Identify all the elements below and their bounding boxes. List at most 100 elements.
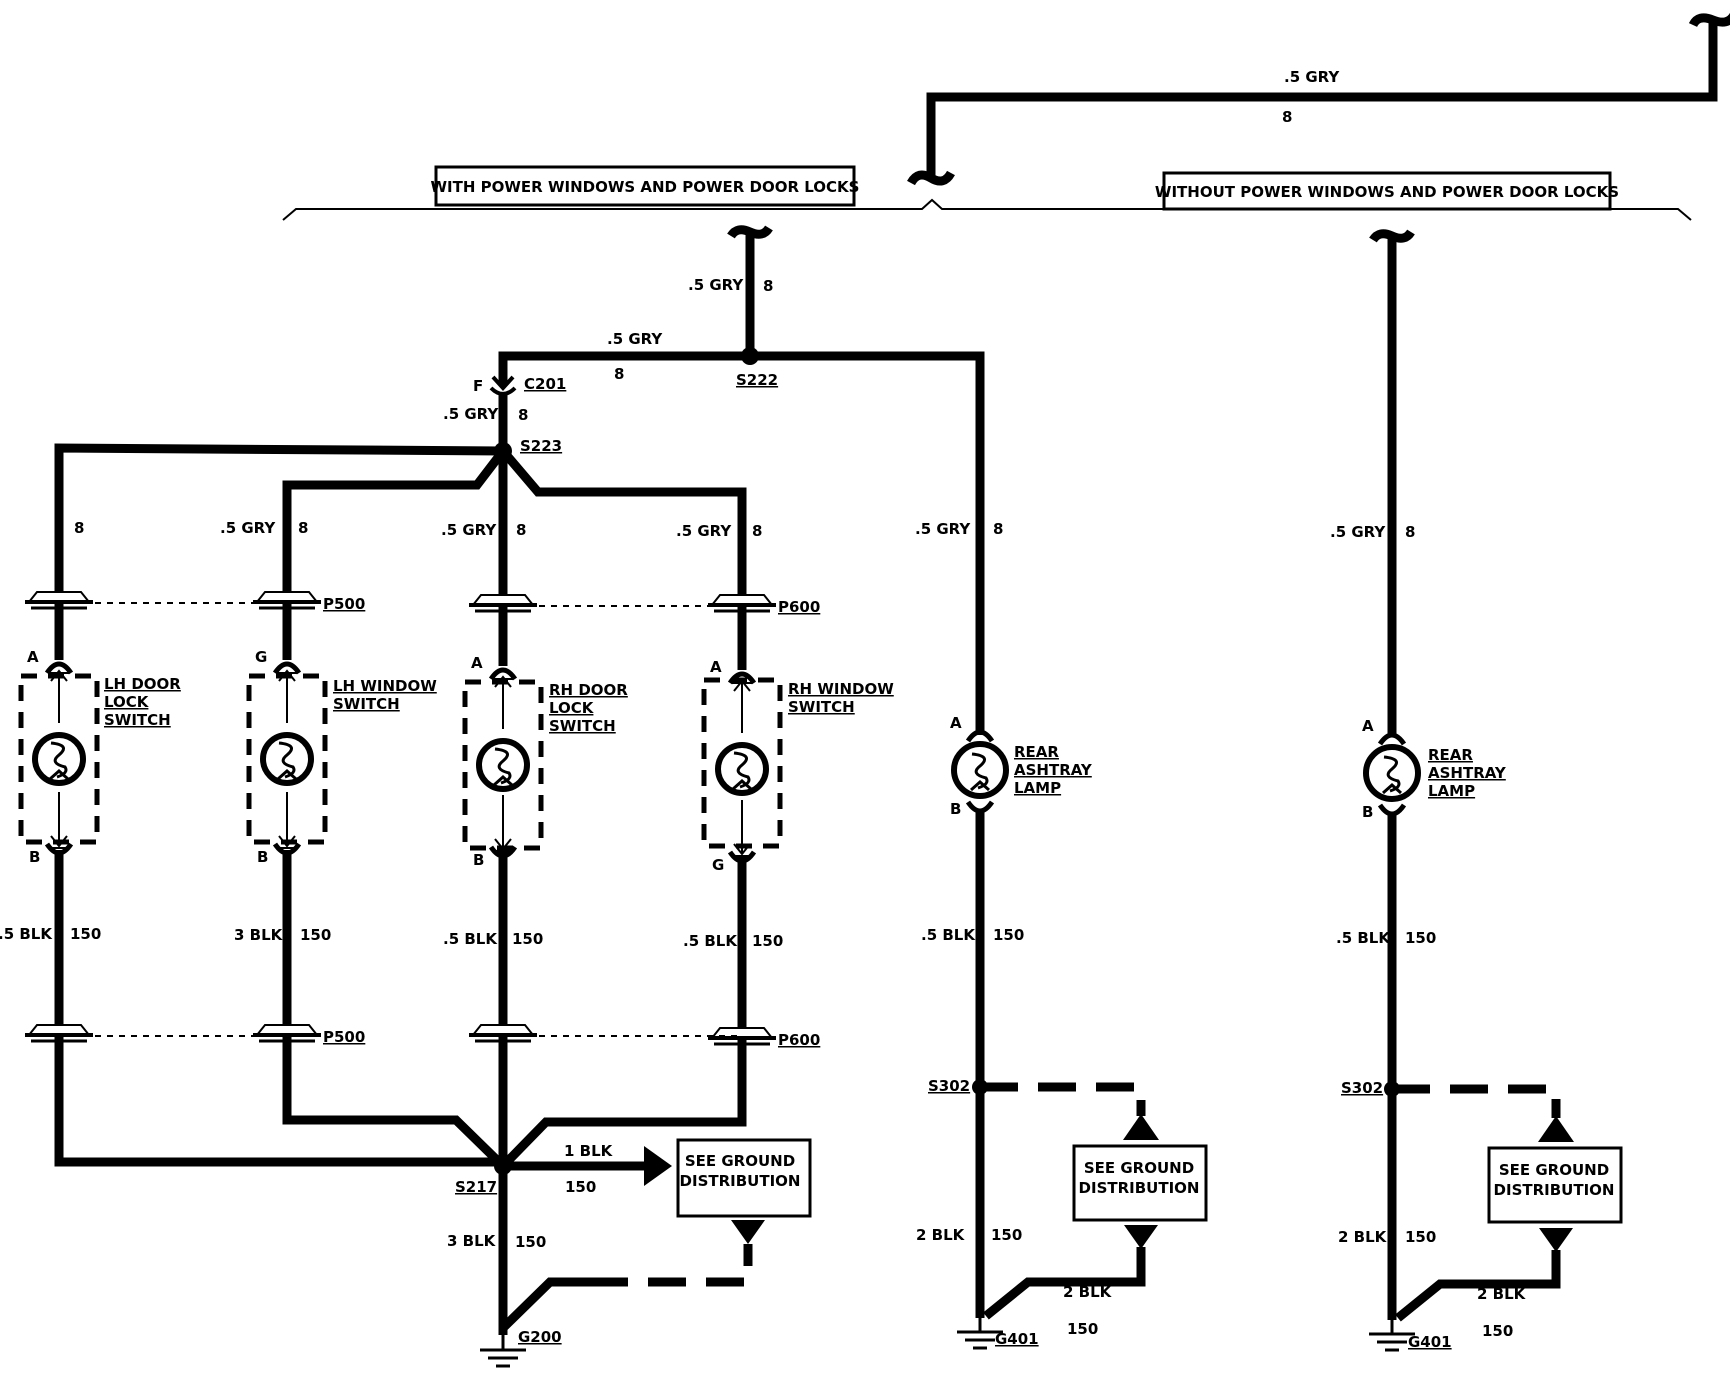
ashtray-without-top-pin [1377,732,1407,746]
switch-rh-window-upper-wire-label: .5 GRY [676,522,732,540]
ashtray-without-return-wire-label: 2 BLK [1477,1285,1527,1303]
left-feed: .5 GRY 8 .5 GRY 8 S222 F C201 .5 GRY 8 S… [443,225,985,735]
s223-label: S223 [520,437,562,455]
wire-break-branch [907,170,955,186]
ground-symbol-g200 [480,1335,526,1368]
switch-rh-window-top-pin-label: A [710,658,722,676]
switch-rh-window-lower-wire-label: .5 BLK [683,932,738,950]
ashtray-with-ground-ref-box [1072,1144,1208,1222]
feed-wire-s222-to-c201 [498,351,750,386]
ground-ref-box-left [676,1138,812,1218]
s217-ref-circuit-label: 150 [565,1178,596,1196]
switch-rh-door-bottom-pin-label: B [473,851,484,869]
ground-ref-arrow-down-left [731,1220,765,1244]
ashtray-without-ground-ref-arrow-up [1538,1116,1574,1142]
switch-lh-window-bottom-pin-label: B [257,848,268,866]
switch-rh-window-bottom-arrow [733,843,751,856]
ashtray-without-lower-circuit-label: 150 [1405,1228,1436,1246]
ground-ref-arrow-left [644,1146,672,1186]
splice-s217 [494,1157,512,1175]
feed-wire-label: .5 GRY [688,276,744,294]
brace-line [282,198,1692,221]
branch-lh-door [54,443,504,660]
s222-c201-wire-label: .5 GRY [607,330,663,348]
ashtray-with-ground-ref-arrow-up [1123,1114,1159,1140]
ashtray-with-name-line-1: REAR [1014,743,1059,761]
switch-lh-window-lamp-ring [260,732,314,786]
right-feed [1369,229,1415,735]
switch-lh-window-name-line-1: LH WINDOW [333,677,437,695]
switch-lh-window-name-line-2: SWITCH [333,695,400,713]
switch-lh-window-lamp-base [277,768,297,781]
splice-s222 [741,347,759,365]
ashtray-without-bottom-pin [1377,803,1407,817]
ashtray-without-ground-ref-arrow-down [1539,1228,1573,1252]
switch-rh-door-lamp-base [493,774,513,787]
switch-lh-window-upper-wire-label: .5 GRY [220,519,276,537]
ashtray-without-return-circuit-label: 150 [1482,1322,1513,1340]
ashtray-with-lamp-filament [971,752,989,790]
switch-lh-window-lower-circuit-label: 150 [300,926,331,944]
ashtray-with-pin-b-label: B [950,800,961,818]
ashtray-without-lamp-base [1382,782,1402,795]
ashtray-with-return-circuit-label: 150 [1067,1320,1098,1338]
switch-rh-door-name-line-1: RH DOOR [549,681,628,699]
switch-rh-door-upper-wire-label: .5 GRY [441,521,497,539]
switch-lh-door-upper-circuit-label: 8 [74,519,84,537]
ashtray-with-return-wire-label: 2 BLK [1063,1283,1113,1301]
switch-rh-door-upper-circuit-label: 8 [516,521,526,539]
ashtray-with-ground-ref-line2: DISTRIBUTION [1079,1179,1200,1197]
option-brace: WITH POWER WINDOWS AND POWER DOOR LOCKS … [282,165,1692,221]
switch-lh-window-lower-connector-label: P500 [323,1028,365,1046]
ashtray-with-mid-circuit-label: 150 [993,926,1024,944]
top-feed: .5 GRY 8 [907,12,1730,186]
s217-g200-circuit-label: 150 [515,1233,546,1251]
switch-rh-window-name-line-2: SWITCH [788,698,855,716]
s222-label: S222 [736,371,778,389]
switch-lh-window-top-pin-label: G [255,648,267,666]
switch-lh-door-name-line-1: LH DOOR [104,675,181,693]
ashtray-with-ground-ref-line1: SEE GROUND [1084,1159,1194,1177]
ashtray-with-top-pin [965,729,995,743]
ashtray-with-upper-circuit-label: 8 [993,520,1003,538]
switch-lh-window-bottom-pin [272,842,302,856]
switch-rh-door-lower-circuit-label: 150 [512,930,543,948]
switch-rh-door-bottom-pin [488,845,518,859]
ashtray-without-g401-label: G401 [1408,1333,1452,1351]
lower-wire-rh-window [499,857,747,1170]
switch-lh-window-top-pin [272,661,302,675]
top-feed-circuit-label: 8 [1282,108,1292,126]
switch-lh-door-bottom-arrow [50,835,68,848]
c201-s223-circuit-label: 8 [518,406,528,424]
ashtray-without-lamp-filament [1383,755,1401,793]
ashtray-without-pin-a-label: A [1362,717,1374,735]
option-label-with: WITH POWER WINDOWS AND POWER DOOR LOCKS [431,178,860,196]
option-box-with [434,165,856,207]
ashtray-without-mid-circuit-label: 150 [1405,929,1436,947]
switch-rh-window-upper-circuit-label: 8 [752,522,762,540]
ashtray-without-pin-b-label: B [1362,803,1373,821]
switch-rh-window-top-pin [727,671,757,685]
ashtray-without-ground-ref-box [1487,1146,1623,1224]
switch-lh-door-top-pin-label: A [27,648,39,666]
switch-lh-door-bottom-pin [44,842,74,856]
ashtray-with-mid-wire-label: .5 BLK [921,926,976,944]
s217-g200-wire-label: 3 BLK [447,1232,497,1250]
switch-rh-window-upper-connector-label: P600 [778,598,820,616]
wire-g200-ground-ref [499,1277,590,1332]
ground-ref-left-line2: DISTRIBUTION [680,1172,801,1190]
ashtray-with-dashed-to-ground-ref [980,1082,1146,1116]
ashtray-without-ground-ref-line2: DISTRIBUTION [1494,1181,1615,1199]
switch-rh-window-bottom-pin-label: G [712,856,724,874]
option-box-without [1162,171,1612,211]
switch-rh-door-top-pin-label: A [471,654,483,672]
switch-lh-window-top-arrow [278,669,296,682]
ashtray-without-upper-circuit-label: 8 [1405,523,1415,541]
switch-lh-door-lamp-filament [50,741,68,779]
switch-rh-door-name-line-3: SWITCH [549,717,616,735]
